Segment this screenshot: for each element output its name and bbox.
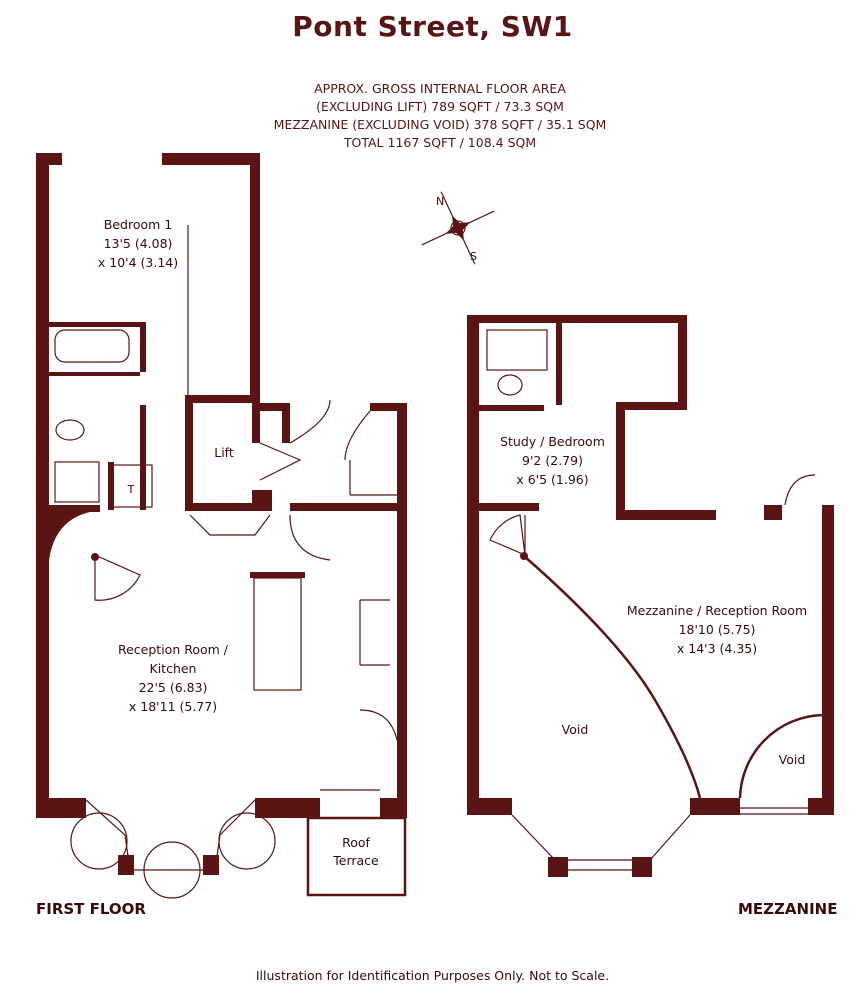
- room-name: Reception Room /: [117, 642, 228, 657]
- room-dimension: 9'2 (2.79): [522, 453, 583, 468]
- area-line: (EXCLUDING LIFT) 789 SQFT / 73.3 SQM: [316, 99, 564, 114]
- room-dimension: x 18'11 (5.77): [128, 699, 218, 714]
- room-label-lift: Lift: [214, 445, 234, 460]
- page-title: Pont Street, SW1: [292, 10, 573, 43]
- area-line: APPROX. GROSS INTERNAL FLOOR AREA: [314, 81, 566, 96]
- room-dimension: 22'5 (6.83): [138, 680, 208, 695]
- room-dimension: x 14'3 (4.35): [676, 641, 758, 656]
- room-label-toilet: T: [127, 483, 135, 496]
- room-name: Kitchen: [149, 661, 197, 676]
- room-label-study: Study / Bedroom 9'2 (2.79) x 6'5 (1.96): [490, 432, 615, 489]
- compass-n-label: N: [436, 195, 445, 208]
- room-name: Terrace: [333, 853, 379, 868]
- area-line: MEZZANINE (EXCLUDING VOID) 378 SQFT / 35…: [273, 117, 607, 132]
- room-label-bedroom: Bedroom 1 13'5 (4.08) x 10'4 (3.14): [88, 215, 188, 272]
- mezzanine-plan: [467, 315, 834, 877]
- floor-label-mezzanine: MEZZANINE: [738, 900, 838, 918]
- area-line: TOTAL 1167 SQFT / 108.4 SQM: [343, 135, 537, 150]
- room-name: Study / Bedroom: [500, 434, 605, 449]
- room-name: Roof: [342, 835, 370, 850]
- floor-area-summary: APPROX. GROSS INTERNAL FLOOR AREA (EXCLU…: [0, 80, 865, 152]
- compass-icon: [421, 191, 495, 265]
- room-dimension: 13'5 (4.08): [103, 236, 173, 251]
- first-floor-plan: [36, 153, 407, 899]
- room-label-mezzanine-reception: Mezzanine / Reception Room 18'10 (5.75) …: [612, 601, 822, 658]
- room-name: Mezzanine / Reception Room: [626, 603, 808, 618]
- floor-label-first: FIRST FLOOR: [36, 900, 146, 918]
- room-dimension: x 10'4 (3.14): [97, 255, 179, 270]
- compass-s-label: S: [470, 250, 477, 263]
- room-name: Bedroom 1: [103, 217, 173, 232]
- room-label-void-small: Void: [778, 752, 806, 767]
- room-dimension: x 6'5 (1.96): [516, 472, 589, 487]
- room-dimension: 18'10 (5.75): [678, 622, 756, 637]
- disclaimer-text: Illustration for Identification Purposes…: [255, 968, 610, 983]
- room-label-void-main: Void: [561, 722, 589, 737]
- room-label-terrace: Roof Terrace: [326, 834, 386, 870]
- room-label-reception: Reception Room / Kitchen 22'5 (6.83) x 1…: [108, 640, 238, 716]
